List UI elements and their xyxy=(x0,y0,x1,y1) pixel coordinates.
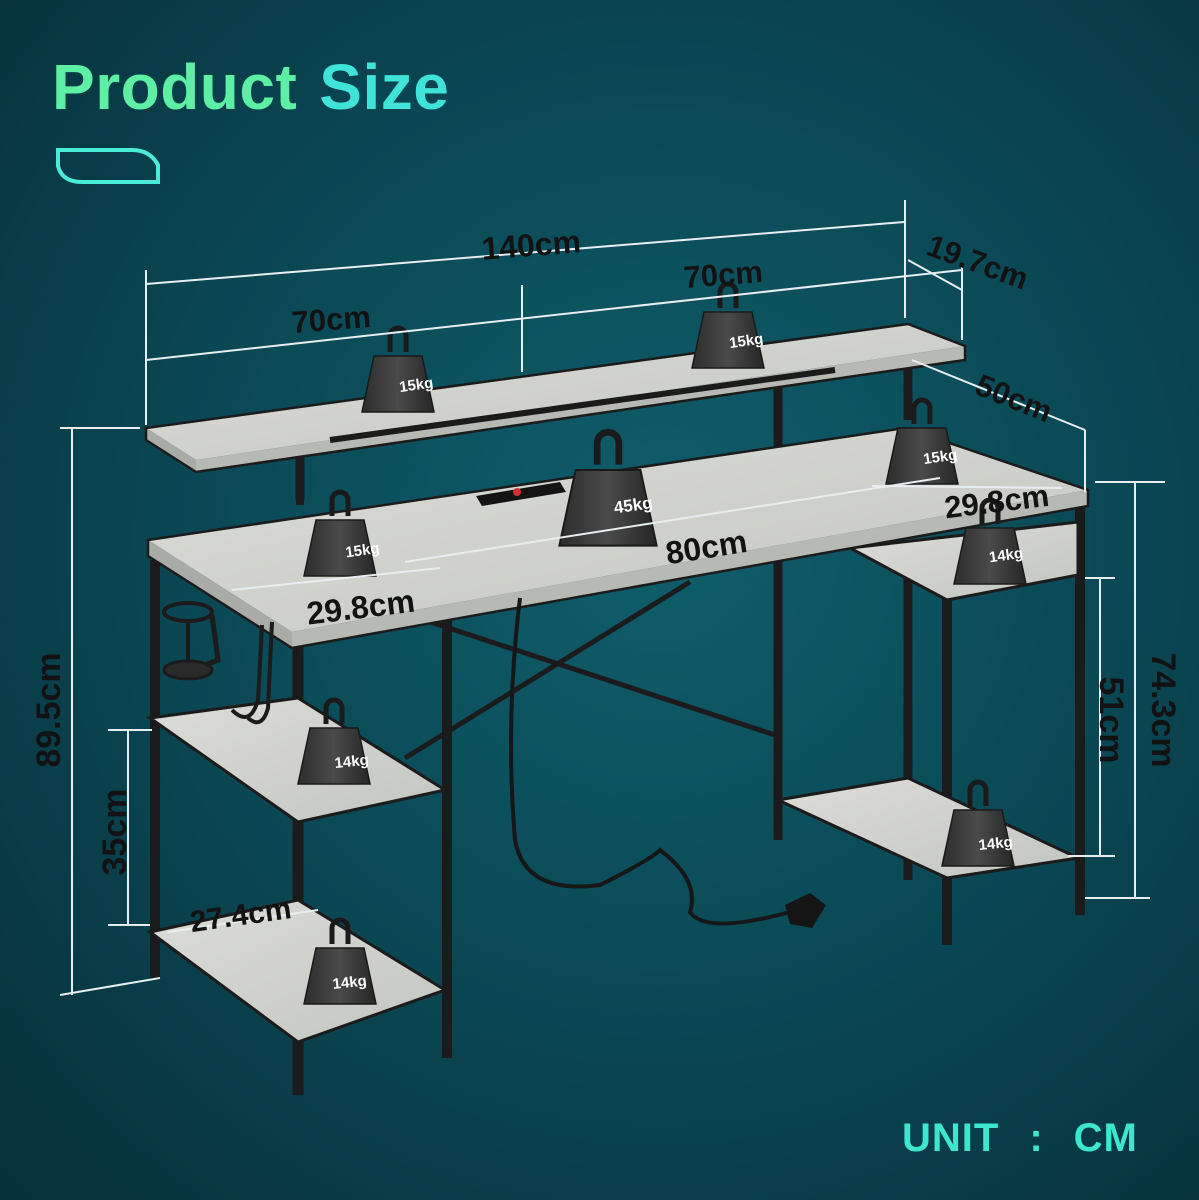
dim-overall-height: 89.5cm xyxy=(30,652,68,767)
svg-text:14kg: 14kg xyxy=(334,752,370,772)
dim-left-shelf-gap: 35cm xyxy=(96,789,134,876)
dim-right-half: 70cm xyxy=(682,254,764,295)
weight-left-lower-shelf: 14kg xyxy=(304,920,376,1004)
svg-text:14kg: 14kg xyxy=(978,834,1014,854)
weight-right-lower-shelf: 14kg xyxy=(942,782,1014,866)
dim-overall-width: 140cm xyxy=(480,223,582,267)
dim-desk-height: 74.3cm xyxy=(1144,652,1182,767)
unit-separator: : xyxy=(1029,1116,1044,1160)
svg-text:14kg: 14kg xyxy=(988,545,1024,567)
unit-note: UNIT: CM xyxy=(902,1116,1138,1161)
svg-text:14kg: 14kg xyxy=(332,972,368,992)
dimension-lines xyxy=(59,200,1165,996)
svg-text:15kg: 15kg xyxy=(728,330,764,352)
svg-text:15kg: 15kg xyxy=(922,446,958,468)
title-word-size: Size xyxy=(319,51,450,123)
weight-monitor-right: 15kg xyxy=(692,284,764,368)
weight-desktop-right: 15kg xyxy=(886,400,958,484)
page-title: Product Size xyxy=(52,50,449,124)
weight-left-upper-shelf: 14kg xyxy=(298,700,370,784)
title-swoosh-icon xyxy=(56,148,160,184)
weight-monitor-left: 15kg xyxy=(362,328,434,412)
unit-label: UNIT xyxy=(902,1116,1000,1160)
weight-right-upper-shelf: 14kg xyxy=(954,500,1026,584)
weight-desktop-center: 45kg xyxy=(559,432,656,545)
dim-left-half: 70cm xyxy=(290,299,372,340)
title-word-product: Product xyxy=(52,51,298,123)
weight-desktop-left: 15kg xyxy=(304,492,381,576)
dim-monitor-depth: 19.7cm xyxy=(922,228,1033,297)
unit-value: CM xyxy=(1073,1116,1138,1160)
dim-right-shelf-gap: 51cm xyxy=(1092,677,1130,764)
svg-text:15kg: 15kg xyxy=(344,540,380,562)
svg-text:15kg: 15kg xyxy=(398,374,434,396)
dim-desk-depth: 50cm xyxy=(971,367,1058,429)
